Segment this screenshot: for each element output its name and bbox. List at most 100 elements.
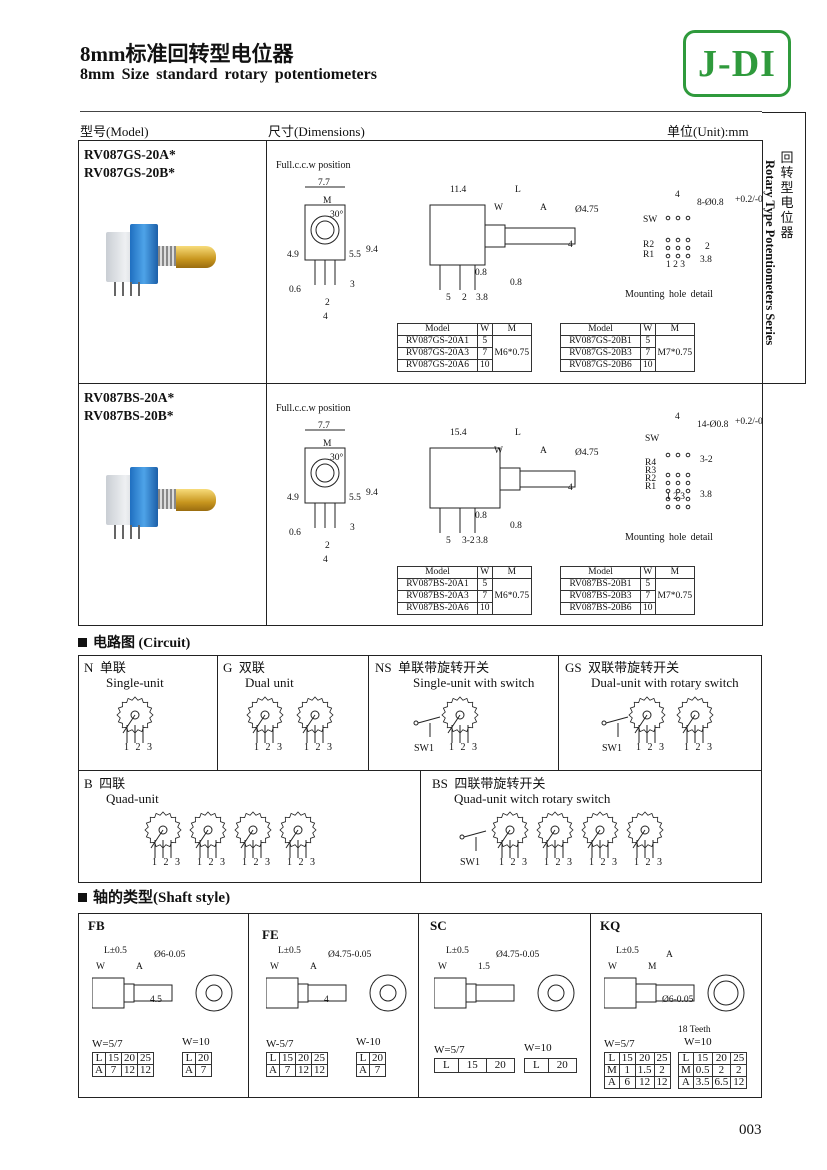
table-cell: L (266, 1052, 280, 1065)
front-dimension: 30° (330, 210, 344, 220)
mounting-hole-label: Mounting hole detail (625, 289, 713, 300)
pin-numbers: 1 2 3 (634, 857, 664, 868)
shaft-dimension: A (666, 950, 673, 960)
side-dimension: 5 (446, 293, 451, 303)
shaft-dimension: Ø4.75-0.05 (496, 950, 540, 960)
table-header-cell: W (477, 566, 493, 579)
shaft-title-text: 轴的类型(Shaft style) (93, 890, 231, 906)
pin-numbers: 1 2 3 (124, 742, 154, 753)
dimensions-column-label: 尺寸(Dimensions) (268, 124, 365, 139)
side-dimension: 15.4 (450, 428, 467, 438)
table-cell: 2 (730, 1064, 748, 1077)
shaft-drawing (92, 974, 233, 1012)
product-photo (100, 455, 220, 555)
potentiometer-symbol (296, 696, 334, 743)
w-10-label: W=10 (182, 1036, 210, 1048)
side-dimension: 2 (462, 293, 467, 303)
side-dimension: 3-2 (462, 536, 475, 546)
circuit-name-cn: 四联带旋转开关 (454, 776, 546, 791)
front-dimension: 5.5 (349, 250, 361, 260)
switch-symbol (459, 830, 487, 851)
table-cell: 7 (368, 1064, 386, 1077)
side-dimension: 4 (568, 483, 573, 493)
hole-dimension: R1 (645, 482, 657, 492)
model-cell: RV087GS-20B1 (560, 335, 641, 348)
table-cell: 15 (104, 1052, 122, 1065)
table-header-cell: W (477, 323, 493, 336)
front-dimension: 9.4 (366, 245, 378, 255)
circuit-title-text: 电路图 (Circuit) (93, 636, 191, 651)
table-header-cell: Model (397, 566, 478, 579)
side-dimension: W (494, 446, 503, 456)
model-name: RV087BS-20B* (84, 408, 174, 423)
table-cell: L (92, 1052, 106, 1065)
shaft-dimension: M (648, 962, 657, 972)
model-cell: RV087BS-20A3 (397, 590, 478, 603)
table-cell: 6 (618, 1076, 636, 1089)
side-dimension: 5 (446, 536, 451, 546)
side-dimension: Ø4.75 (575, 205, 599, 215)
side-tab (762, 112, 806, 384)
potentiometer-symbol (234, 811, 272, 858)
title-en: 8mm Size standard rotary potentiometers (80, 66, 377, 83)
table-cell: A (356, 1064, 370, 1077)
pin-numbers: 1 2 3 (544, 857, 574, 868)
table-cell: 20 (368, 1052, 386, 1065)
table-cell: 7 (278, 1064, 296, 1077)
side-dimension: Ø4.75 (575, 448, 599, 458)
potentiometer-symbol (246, 696, 284, 743)
side-dimension: 3.8 (476, 536, 488, 546)
w-cell: 5 (477, 578, 493, 591)
front-dimension: M (323, 439, 332, 449)
table-cell: 25 (310, 1052, 328, 1065)
potentiometer-symbol (189, 811, 227, 858)
w-5-7-label: W=5/7 (604, 1038, 635, 1050)
table-cell: A (678, 1076, 694, 1089)
circuit-code: BS (432, 776, 448, 791)
w-cell: 10 (477, 602, 493, 615)
hole-dimension: 1 2 3 (666, 260, 685, 270)
pin-numbers: 1 2 3 (684, 742, 714, 753)
table-cell: 25 (730, 1052, 748, 1065)
potentiometer-symbol (144, 811, 182, 858)
potentiometer-symbol (491, 811, 529, 858)
table-cell: 12 (136, 1064, 154, 1077)
table-cell: 15 (618, 1052, 636, 1065)
shaft-drawing (266, 974, 407, 1012)
shaft-section-title: 轴的类型(Shaft style) (78, 886, 230, 907)
w-cell: 10 (477, 359, 493, 372)
front-dimension: 2 (325, 298, 330, 308)
front-dimension: 7.7 (318, 178, 330, 188)
side-dimension: 0.8 (510, 521, 522, 531)
circuit-code: N (84, 660, 94, 675)
side-label-cn: 回转型电位器 (780, 150, 794, 240)
table-cell: 20 (485, 1058, 515, 1073)
side-dimension: 0.8 (475, 268, 487, 278)
side-label-en: Rotary Type Potentiometers Series (763, 160, 777, 346)
w-cell: 7 (477, 347, 493, 360)
side-dimension: A (540, 203, 547, 213)
shaft-dimension: A (136, 962, 143, 972)
shaft-dimension: L±0.5 (446, 946, 469, 956)
front-dimension: 30° (330, 453, 344, 463)
position-note: Full.c.c.w position (276, 160, 351, 171)
front-dimension: 9.4 (366, 488, 378, 498)
table-cell: 12 (730, 1076, 748, 1089)
hole-dimension: 2 (705, 242, 710, 252)
model-name: RV087BS-20A* (84, 390, 175, 405)
pin-numbers: 1 2 3 (152, 857, 182, 868)
front-dimension: 5.5 (349, 493, 361, 503)
table-cell: 1.5 (634, 1064, 655, 1077)
mounting-hole-drawing (665, 215, 691, 259)
circuit-section-title: 电路图 (Circuit) (78, 632, 190, 652)
